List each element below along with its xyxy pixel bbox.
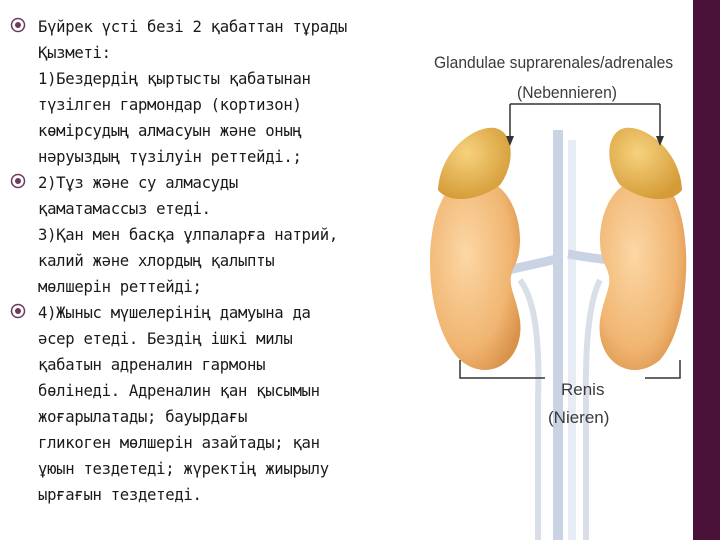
text-line: Бүйрек үсті безі 2 қабаттан тұрады	[38, 18, 348, 36]
text-line: ұюын тездетеді; жүректің жиырылу	[38, 460, 329, 478]
target-bullet-icon	[10, 173, 26, 189]
bullet-item-3: 4)Жыныс мүшелерінің дамуына да әсер етед…	[10, 300, 450, 508]
text-line: жоғарылатады; бауырдағы	[38, 408, 248, 426]
figure-label-adrenal: Glandulae suprarenales/adrenales	[434, 53, 674, 72]
text-line: 4)Жыныс мүшелерінің дамуына да	[38, 304, 311, 322]
left-kidney	[430, 177, 521, 371]
text-line: мөлшерін реттейді;	[38, 278, 202, 296]
pointer-lines	[459, 103, 681, 379]
target-bullet-icon	[10, 17, 26, 33]
kidney-illustration	[430, 103, 687, 540]
text-line: 1)Бездердің қыртысты қабатынан	[38, 70, 311, 88]
kidney-adrenal-figure: Glandulae suprarenales/adrenales (Nebenn…	[420, 0, 693, 540]
text-line: қабатын адреналин гармоны	[38, 356, 266, 374]
text-line: көмірсудың алмасуын және оның	[38, 122, 302, 140]
aorta	[568, 140, 576, 540]
text-line: Қызметі:	[38, 44, 111, 62]
text-line: калий және хлордың қалыпты	[38, 252, 275, 270]
figure-label-kidney-sub: (Nieren)	[548, 408, 610, 427]
target-bullet-icon	[10, 303, 26, 319]
bullet-item-1: Бүйрек үсті безі 2 қабаттан тұрады Қызме…	[10, 14, 450, 170]
text-line: қаматамассыз етеді.	[38, 200, 211, 218]
text-column: Бүйрек үсті безі 2 қабаттан тұрады Қызме…	[10, 14, 450, 508]
text-line: ырғағын тездетеді.	[38, 486, 202, 504]
right-adrenal-gland	[609, 127, 682, 200]
figure-label-adrenal-sub: (Nebennieren)	[517, 83, 617, 102]
right-kidney	[599, 177, 687, 371]
text-line: нәруыздың түзілуін реттейді.;	[38, 148, 302, 166]
vena-cava	[553, 130, 563, 540]
text-line: түзілген гармондар (кортизон)	[38, 96, 302, 114]
text-line: гликоген мөлшерін азайтады; қан	[38, 434, 320, 452]
accent-bar	[693, 0, 720, 540]
text-line: 2)Тұз және су алмасуды	[38, 174, 238, 192]
text-line: бөлінеді. Адреналин қан қысымын	[38, 382, 320, 400]
text-line: әсер етеді. Бездің ішкі милы	[38, 330, 293, 348]
figure-label-kidney: Renis	[561, 380, 605, 399]
text-line: 3)Қан мен басқа ұлпаларға натрий,	[38, 226, 338, 244]
left-adrenal-gland	[438, 127, 511, 200]
bullet-item-2: 2)Тұз және су алмасуды қаматамассыз етед…	[10, 170, 450, 300]
